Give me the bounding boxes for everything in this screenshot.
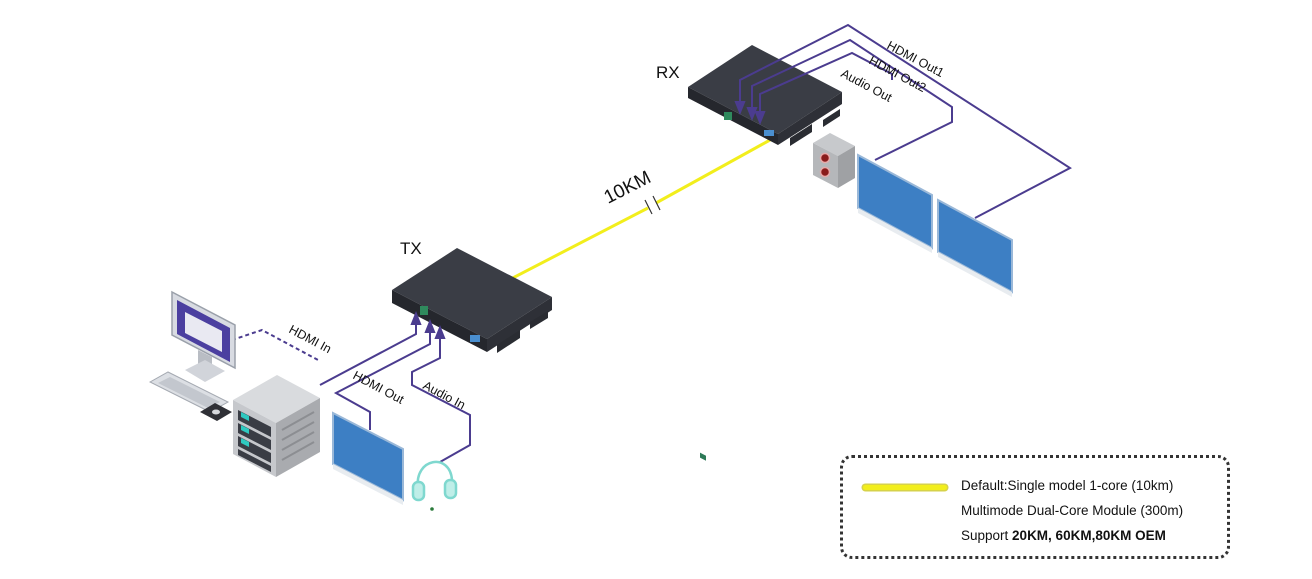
tx-device (392, 248, 552, 353)
fiber-legend-line (863, 485, 947, 490)
legend-line-3: Support 20KM, 60KM,80KM OEM (961, 528, 1166, 543)
monitor-2-icon (937, 198, 1013, 297)
legend-line-3-bold: 20KM, 60KM,80KM OEM (1012, 528, 1166, 543)
rx-device (688, 45, 842, 461)
hdmi-out-label: HDMI Out (351, 368, 407, 407)
legend-box: Default:Single model 1-core (10km) Multi… (840, 455, 1230, 559)
rx-cables (734, 23, 1072, 219)
tx-monitor-icon (332, 411, 404, 505)
server-icon (233, 375, 320, 477)
headphones-icon (411, 460, 458, 511)
pc-monitor-icon (171, 290, 236, 382)
audio-in-label: Audio In (421, 378, 468, 412)
hdmi-in-label: HDMI In (287, 322, 334, 356)
rx-label: RX (656, 63, 680, 82)
keyboard-icon (148, 371, 230, 413)
legend-line-3-prefix: Support (961, 528, 1013, 543)
legend-line-2: Multimode Dual-Core Module (300m) (961, 503, 1184, 518)
monitor-1-icon (857, 153, 933, 253)
tx-cables (231, 311, 471, 463)
mouse-icon (200, 403, 232, 421)
speaker-icon (813, 133, 855, 188)
legend-line-1: Default:Single model 1-core (10km) (961, 478, 1174, 493)
tx-label: TX (400, 239, 422, 258)
